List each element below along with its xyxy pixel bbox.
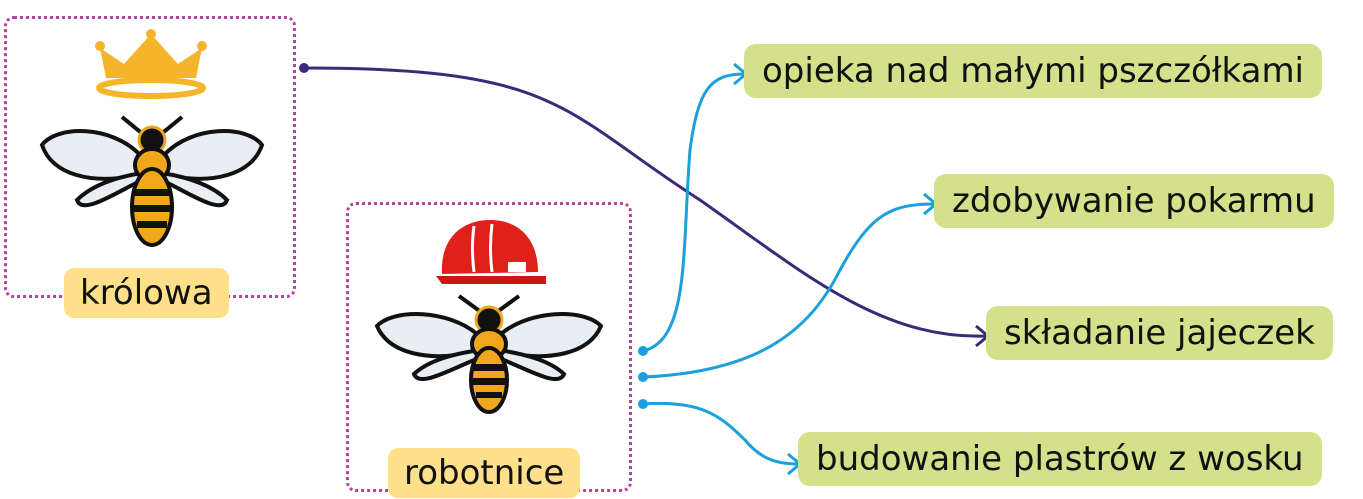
connector-queen-egg-laying xyxy=(299,63,991,348)
task-egg-laying: składanie jajeczek xyxy=(986,306,1333,360)
connector-workers-comb xyxy=(638,399,803,476)
connector-workers-care xyxy=(638,62,749,356)
task-food-gathering: zdobywanie pokarmu xyxy=(934,174,1334,228)
queen-bee-icon xyxy=(39,115,265,247)
worker-bee-icon xyxy=(374,294,604,414)
workers-label: robotnice xyxy=(388,448,581,498)
crown-icon xyxy=(95,29,207,99)
task-comb-building: budowanie plastrów z wosku xyxy=(798,432,1322,486)
connector-workers-food xyxy=(638,192,939,382)
queen-label: królowa xyxy=(64,268,229,318)
hard-hat-icon xyxy=(436,220,546,284)
task-care-of-young: opieka nad małymi pszczółkami xyxy=(744,44,1323,98)
